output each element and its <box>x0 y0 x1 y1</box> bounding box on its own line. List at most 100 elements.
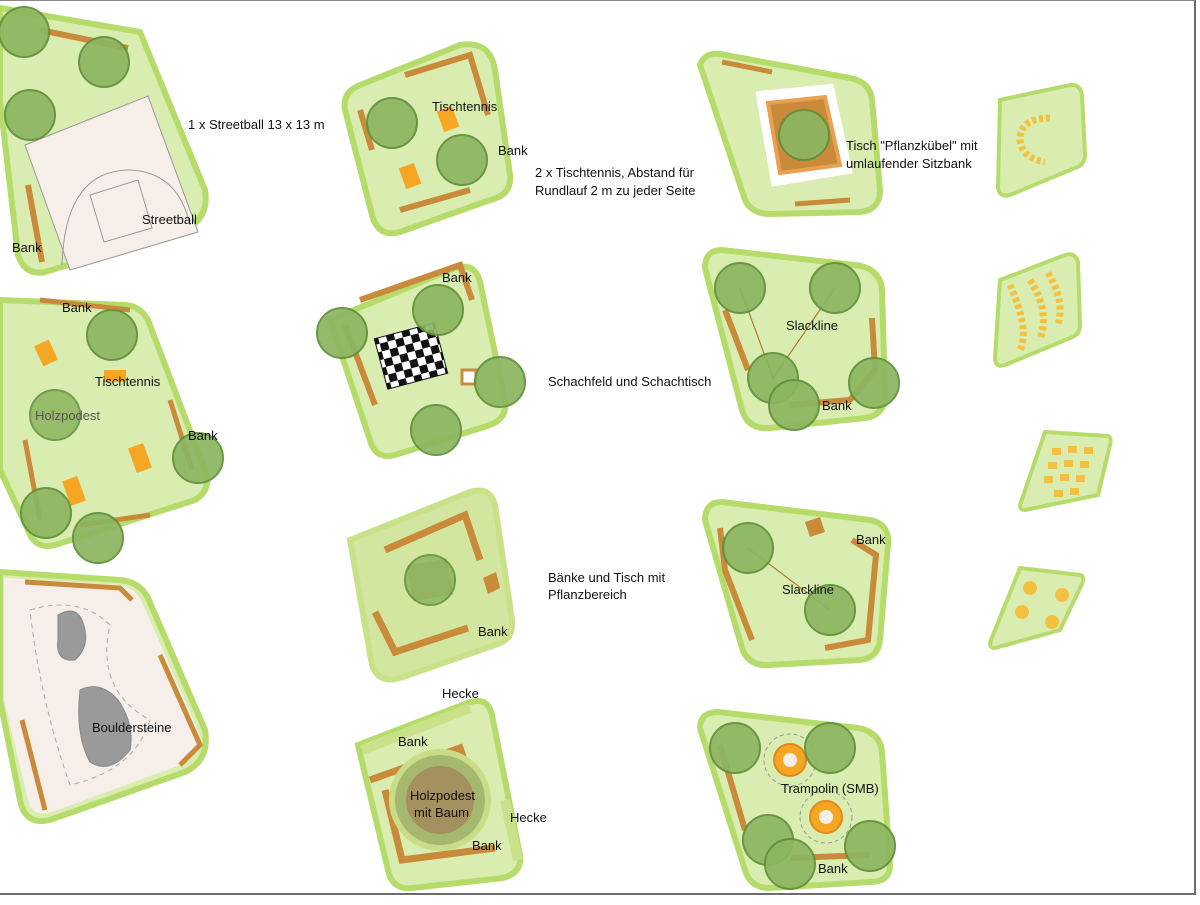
slackline-table-icon <box>805 517 825 537</box>
pingpong-table-icon <box>34 339 58 367</box>
tree-icon <box>86 309 138 361</box>
tree-icon <box>474 356 526 408</box>
tree-icon <box>764 838 816 890</box>
holzpodest-baum-label-line1: Holzpodest <box>410 788 475 803</box>
slackline-bench-1 <box>722 308 751 372</box>
hecke-label: Hecke <box>510 810 547 825</box>
boulder-bench-2 <box>157 653 203 767</box>
tischtennis-bench-1 <box>404 51 491 116</box>
seating-thumbnail-1 <box>995 82 1088 198</box>
trampolin-label: Trampolin (SMB) <box>781 781 879 796</box>
seating-arc <box>1027 278 1047 342</box>
tree-icon <box>768 379 820 431</box>
streetball-label: Streetball <box>142 212 197 227</box>
tree-icon <box>404 554 456 606</box>
tischtennis-pad <box>341 41 514 237</box>
tree-icon <box>436 134 488 186</box>
bank-label: Bank <box>498 143 528 158</box>
pingpong-table-icon <box>62 476 86 506</box>
hecke-1 <box>360 703 472 755</box>
slackline-area-2: Slackline Bank <box>701 498 892 669</box>
bank-label: Bank <box>818 861 848 876</box>
tree-icon <box>78 36 130 88</box>
holzpodest-tischtennis-area: Bank Tischtennis Holzpodest Bank <box>0 296 224 564</box>
slackline-bench-3 <box>717 527 755 642</box>
tree-icon <box>366 97 418 149</box>
schach-area: Bank <box>316 261 526 459</box>
holzpodest-label: Holzpodest <box>35 408 100 423</box>
schach-description: Schachfeld und Schachtisch <box>548 374 711 389</box>
boulder-rock-2 <box>78 686 132 767</box>
boulder-bench-3 <box>19 719 48 811</box>
tree-icon <box>72 512 124 564</box>
seating-thumbnail-4 <box>988 565 1086 651</box>
bank-label: Bank <box>856 532 886 547</box>
tree-icon <box>4 89 56 141</box>
pingpong-table-icon <box>128 443 152 473</box>
seating-clusters <box>1015 581 1069 629</box>
seating-arc <box>1006 283 1027 352</box>
baenke-description-line1: Bänke und Tisch mit <box>548 570 665 585</box>
seating-thumbnail-2 <box>992 252 1083 368</box>
tree-icon <box>316 307 368 359</box>
tree-icon <box>29 389 81 441</box>
pflanzkuebel-description-line1: Tisch "Pflanzkübel" mit <box>846 138 978 153</box>
bank-label: Bank <box>478 624 508 639</box>
pflanzkuebel-bench-1 <box>721 59 773 75</box>
trampolin-area: Trampolin (SMB) Bank <box>696 708 896 892</box>
tree-icon <box>778 109 830 161</box>
boulder-path-dashed <box>29 604 151 786</box>
hecke-2 <box>500 798 523 862</box>
tischtennis-label: Tischtennis <box>432 99 498 114</box>
seating-arc <box>1016 114 1051 166</box>
streetball-court <box>24 95 199 271</box>
pflanzkuebel-area <box>696 50 884 218</box>
streetball-area: Streetball Bank <box>0 4 209 276</box>
bank-label: Bank <box>188 428 218 443</box>
chessboard-icon <box>373 322 449 390</box>
holzpodest-baum-bench-2 <box>381 789 496 864</box>
pflanzkuebel-description-line2: umlaufender Sitzbank <box>846 156 972 171</box>
trampolin-dashed-ring <box>799 790 853 844</box>
pingpong-table-icon <box>398 162 422 190</box>
baenke-bench-1 <box>383 510 484 562</box>
trampoline-icon-center <box>783 753 797 767</box>
tree-icon <box>410 404 462 456</box>
tree-icon <box>20 487 72 539</box>
boulder-bench-1 <box>24 579 134 602</box>
bank-label: Bank <box>62 300 92 315</box>
streetball-court-arc <box>61 169 191 266</box>
slackline-label: Slackline <box>786 318 838 333</box>
schach-bench-1 <box>359 261 475 303</box>
tree-icon <box>714 262 766 314</box>
tree-icon <box>809 262 861 314</box>
tree-icon <box>848 357 900 409</box>
tischtennis-area: Tischtennis Bank <box>341 41 528 237</box>
tree-icon <box>804 722 856 774</box>
tree-icon <box>709 722 761 774</box>
pingpong-table-icon <box>104 370 126 382</box>
holzpodest-baum-label-line2: mit Baum <box>414 805 469 820</box>
tischtennis-description-line2: Rundlauf 2 m zu jeder Seite <box>535 183 695 198</box>
hecke-label: Hecke <box>442 686 479 701</box>
tischtennis-bench-2 <box>357 109 375 151</box>
chess-table-icon <box>460 368 478 386</box>
slackline-label: Slackline <box>782 582 834 597</box>
bank-label: Bank <box>822 398 852 413</box>
slackline-bench-4 <box>824 537 880 651</box>
seating-grid <box>1044 446 1093 497</box>
seating-arc <box>1045 271 1064 326</box>
tischtennis-description-line1: 2 x Tischtennis, Abstand für <box>535 165 695 180</box>
pflanzkuebel-bench-2 <box>794 197 851 207</box>
boulder-rock-1 <box>57 610 87 661</box>
baenke-table-icon <box>483 572 500 594</box>
bank-label: Bank <box>472 838 502 853</box>
tree-icon <box>804 584 856 636</box>
tischtennis-label: Tischtennis <box>95 374 161 389</box>
bouldersteine-label: Bouldersteine <box>92 720 172 735</box>
streetball-key <box>89 179 153 243</box>
tree-icon <box>0 6 50 58</box>
tischtennis-bench-3 <box>399 187 471 213</box>
